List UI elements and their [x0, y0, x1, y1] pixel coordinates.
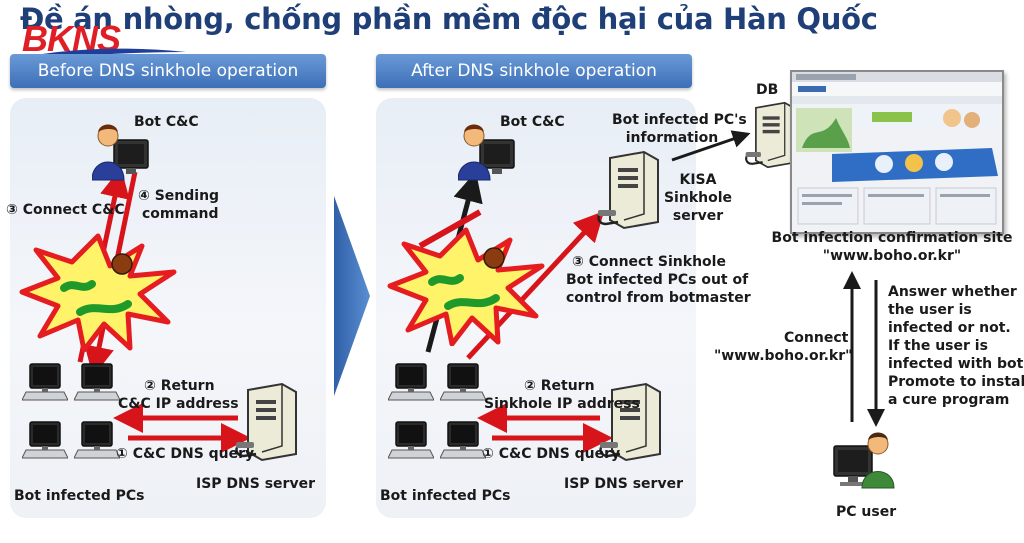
before-step4-label-1: ④ Sending [138, 188, 220, 204]
before-cnc-label: Bot C&C [134, 114, 199, 130]
after-burst-icon [386, 226, 546, 346]
before-burst-icon [18, 232, 178, 352]
after-cnc-label: Bot C&C [500, 114, 565, 130]
after-info-label-2: information [625, 130, 719, 146]
site-label-2: "www.boho.or.kr" [822, 248, 962, 264]
before-dns-label: ISP DNS server [196, 476, 315, 492]
answer-label-1: Answer whether [888, 284, 1017, 300]
kisa-to-db-arrow [671, 130, 751, 162]
answer-label-6: Promote to install [888, 374, 1024, 390]
kisa-label-1: KISA [679, 172, 717, 188]
before-step1-label: ① C&C DNS query [116, 446, 255, 462]
answer-label-4: If the user is [888, 338, 988, 354]
after-tab: After DNS sinkhole operation [376, 54, 692, 88]
answer-label-5: infected with bot, [888, 356, 1024, 372]
before-step4-label-2: command [142, 206, 219, 222]
after-blocked-cnc-cross [418, 209, 482, 249]
kisa-label-3: server [672, 208, 724, 224]
connect-label-2: "www.boho.or.kr" [714, 348, 853, 364]
pc-user-label: PC user [836, 504, 897, 520]
before-tab: Before DNS sinkhole operation [10, 54, 326, 88]
after-pcs-label: Bot infected PCs [380, 488, 511, 504]
before-step3-label: ③ Connect C&C [6, 202, 125, 218]
after-step2-label-1: ② Return [524, 378, 595, 394]
kisa-label-2: Sinkhole [663, 190, 733, 206]
before-pcs-label: Bot infected PCs [14, 488, 145, 504]
transition-arrow-icon [334, 196, 370, 396]
answer-label-7: a cure program [888, 392, 1010, 408]
bkns-logo: BKNS [18, 18, 188, 64]
answer-label-3: infected or not. [888, 320, 1011, 336]
answer-label-2: the user is [888, 302, 972, 318]
after-info-label-1: Bot infected PC's [612, 112, 747, 128]
site-label-1: Bot infection confirmation site [771, 230, 1013, 246]
db-label: DB [756, 82, 779, 98]
after-step3-label-1: ③ Connect Sinkhole [572, 254, 726, 270]
after-step3-label-2: Bot infected PCs out of [566, 272, 749, 288]
before-step2-label-1: ② Return [144, 378, 215, 394]
before-step2-label-2: C&C IP address [118, 396, 239, 412]
after-step3-label-3: control from botmaster [566, 290, 751, 306]
after-dns-label: ISP DNS server [564, 476, 683, 492]
after-step1-label: ① C&C DNS query [482, 446, 621, 462]
website-thumbnail-icon [792, 72, 1002, 225]
connect-label-1: Connect [784, 330, 849, 346]
logo-swoosh-icon [20, 48, 186, 62]
page-title: Đề án nhòng, chống phần mềm độc hại của … [20, 2, 878, 36]
pc-user-icon [832, 428, 898, 500]
confirmation-site-screenshot [790, 70, 1004, 234]
after-step2-label-2: Sinkhole IP address [484, 396, 640, 412]
